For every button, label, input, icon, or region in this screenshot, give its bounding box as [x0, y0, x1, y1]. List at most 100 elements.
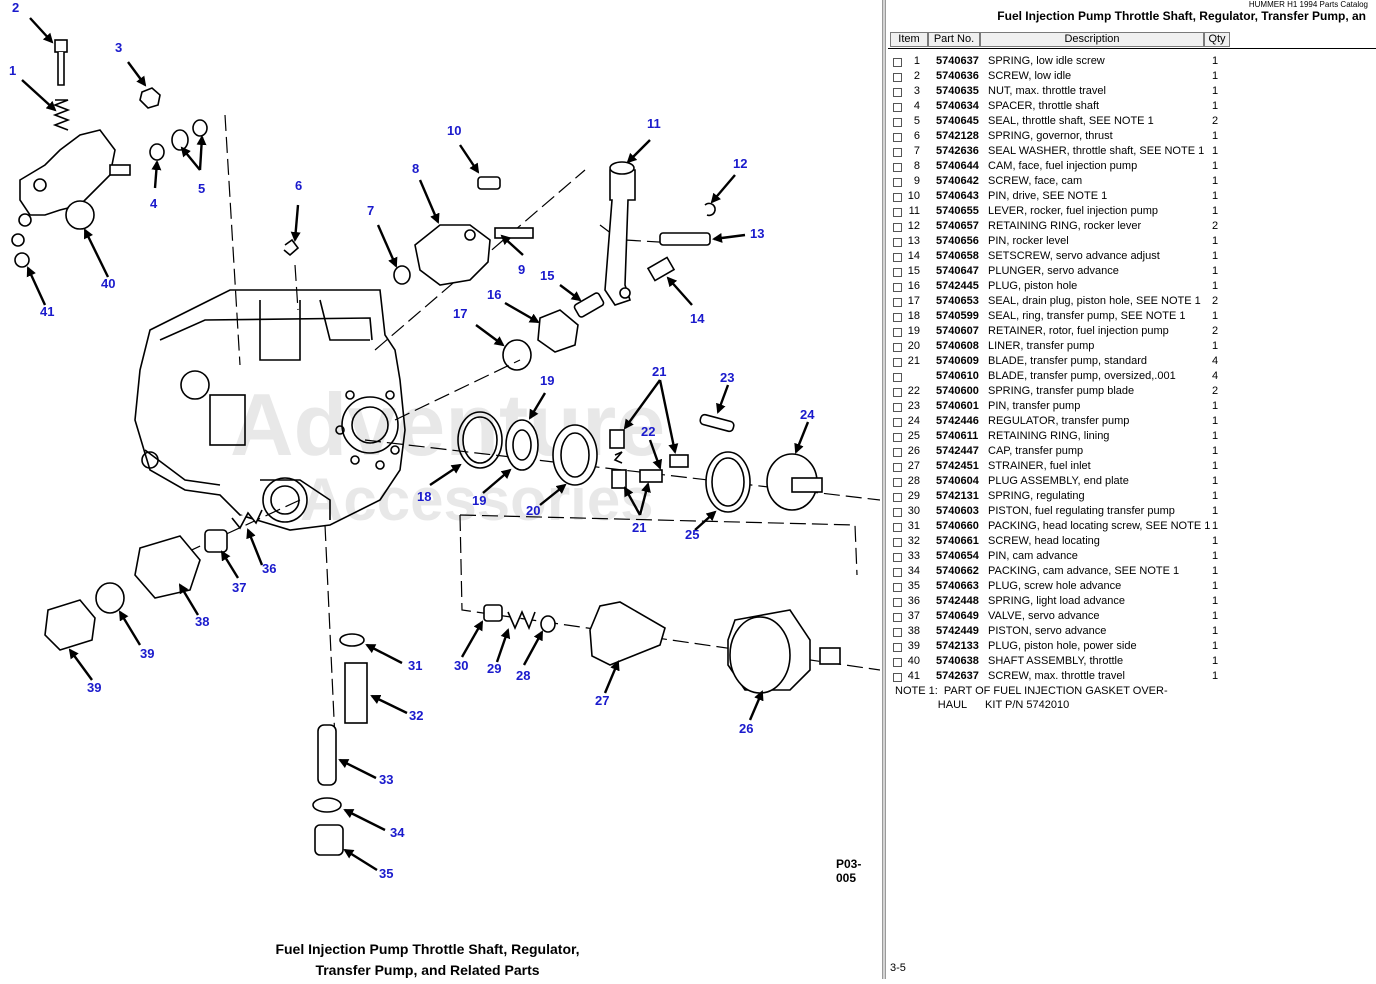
row-checkbox[interactable]: [893, 598, 902, 607]
row-checkbox[interactable]: [893, 253, 902, 262]
callout-9: 9: [518, 262, 525, 277]
row-checkbox[interactable]: [893, 313, 902, 322]
qty-cell: 1: [1212, 175, 1219, 187]
part-number-cell: 5740635: [936, 85, 979, 97]
callout-13: 13: [750, 226, 764, 241]
row-checkbox[interactable]: [893, 118, 902, 127]
callout-16: 16: [487, 287, 501, 302]
diagram-drawing: Adventure Accessories: [9, 0, 881, 881]
item-cell: 7: [913, 145, 920, 157]
note-1-line2: HAUL KIT P/N 5742010: [895, 699, 1070, 711]
row-checkbox[interactable]: [893, 373, 902, 382]
row-checkbox[interactable]: [893, 568, 902, 577]
qty-cell: 1: [1212, 280, 1219, 292]
col-part-header[interactable]: Part No.: [928, 32, 980, 47]
row-checkbox[interactable]: [893, 163, 902, 172]
row-checkbox[interactable]: [893, 643, 902, 652]
qty-cell: 1: [1212, 85, 1219, 97]
qty-cell: 1: [1212, 625, 1219, 637]
description-cell: PLUG, screw hole advance: [988, 580, 1122, 592]
row-checkbox[interactable]: [893, 628, 902, 637]
item-cell: 23: [907, 400, 920, 412]
callout-21b: 21: [632, 520, 646, 535]
caption-line2: Transfer Pump, and Related Parts: [315, 962, 540, 978]
item-cell: 31: [907, 520, 920, 532]
row-checkbox[interactable]: [893, 538, 902, 547]
description-cell: PISTON, servo advance: [988, 625, 1107, 637]
qty-cell: 1: [1212, 445, 1219, 457]
row-checkbox[interactable]: [893, 493, 902, 502]
qty-cell: 2: [1212, 385, 1219, 397]
callout-28: 28: [516, 668, 530, 683]
row-checkbox[interactable]: [893, 328, 902, 337]
description-cell: BLADE, transfer pump, oversized,.001: [988, 370, 1176, 382]
row-checkbox[interactable]: [893, 103, 902, 112]
row-checkbox[interactable]: [893, 403, 902, 412]
callout-arrows: [21, 17, 810, 872]
qty-cell: 1: [1212, 505, 1219, 517]
part-number-cell: 5740608: [936, 340, 979, 352]
row-checkbox[interactable]: [893, 673, 902, 682]
row-checkbox[interactable]: [893, 148, 902, 157]
watermark: Adventure Accessories: [230, 375, 665, 533]
row-checkbox[interactable]: [893, 88, 902, 97]
row-checkbox[interactable]: [893, 553, 902, 562]
row-checkbox[interactable]: [893, 448, 902, 457]
watermark-line2: Accessories: [300, 466, 654, 533]
item-cell: 36: [907, 595, 920, 607]
row-checkbox[interactable]: [893, 358, 902, 367]
qty-cell: 1: [1212, 130, 1219, 142]
note-1-line1: NOTE 1: PART OF FUEL INJECTION GASKET OV…: [895, 685, 1168, 697]
description-cell: SEAL, drain plug, piston hole, SEE NOTE …: [988, 295, 1201, 307]
col-qty-header[interactable]: Qty: [1204, 32, 1230, 47]
row-checkbox[interactable]: [893, 133, 902, 142]
row-checkbox[interactable]: [893, 463, 902, 472]
row-checkbox[interactable]: [893, 73, 902, 82]
row-checkbox[interactable]: [893, 223, 902, 232]
callout-37: 37: [232, 580, 246, 595]
row-checkbox[interactable]: [893, 433, 902, 442]
callout-21a: 21: [652, 364, 666, 379]
item-cell: 19: [907, 325, 920, 337]
callout-19b: 19: [472, 493, 486, 508]
row-checkbox[interactable]: [893, 268, 902, 277]
callout-3: 3: [115, 40, 122, 55]
item-cell: 10: [907, 190, 920, 202]
description-cell: SPRING, governor, thrust: [988, 130, 1113, 142]
part-number-cell: 5742446: [936, 415, 979, 427]
col-description-header[interactable]: Description: [980, 32, 1204, 47]
row-checkbox[interactable]: [893, 613, 902, 622]
part-number-cell: 5740660: [936, 520, 979, 532]
row-checkbox[interactable]: [893, 418, 902, 427]
row-checkbox[interactable]: [893, 238, 902, 247]
item-cell: 8: [913, 160, 920, 172]
col-item-header[interactable]: Item: [890, 32, 928, 47]
pane-splitter[interactable]: [882, 0, 886, 979]
callout-34: 34: [390, 825, 405, 840]
row-checkbox[interactable]: [893, 298, 902, 307]
row-checkbox[interactable]: [893, 478, 902, 487]
row-checkbox[interactable]: [893, 343, 902, 352]
qty-cell: 1: [1212, 520, 1219, 532]
row-checkbox[interactable]: [893, 58, 902, 67]
row-checkbox[interactable]: [893, 523, 902, 532]
row-checkbox[interactable]: [893, 283, 902, 292]
callout-22: 22: [641, 424, 655, 439]
row-checkbox[interactable]: [893, 658, 902, 667]
row-checkbox[interactable]: [893, 193, 902, 202]
description-cell: RETAINING RING, rocker lever: [988, 220, 1142, 232]
qty-cell: 1: [1212, 250, 1219, 262]
row-checkbox[interactable]: [893, 388, 902, 397]
item-cell: 1: [913, 55, 920, 67]
callout-20: 20: [526, 503, 540, 518]
callout-41: 41: [40, 304, 54, 319]
row-checkbox[interactable]: [893, 508, 902, 517]
row-checkbox[interactable]: [893, 178, 902, 187]
part-number-cell: 5740645: [936, 115, 979, 127]
row-checkbox[interactable]: [893, 208, 902, 217]
description-cell: PACKING, cam advance, SEE NOTE 1: [988, 565, 1180, 577]
part-number-cell: 5740644: [936, 160, 979, 172]
row-checkbox[interactable]: [893, 583, 902, 592]
part-number-cell: 5740642: [936, 175, 979, 187]
description-cell: PIN, drive, SEE NOTE 1: [988, 190, 1108, 202]
